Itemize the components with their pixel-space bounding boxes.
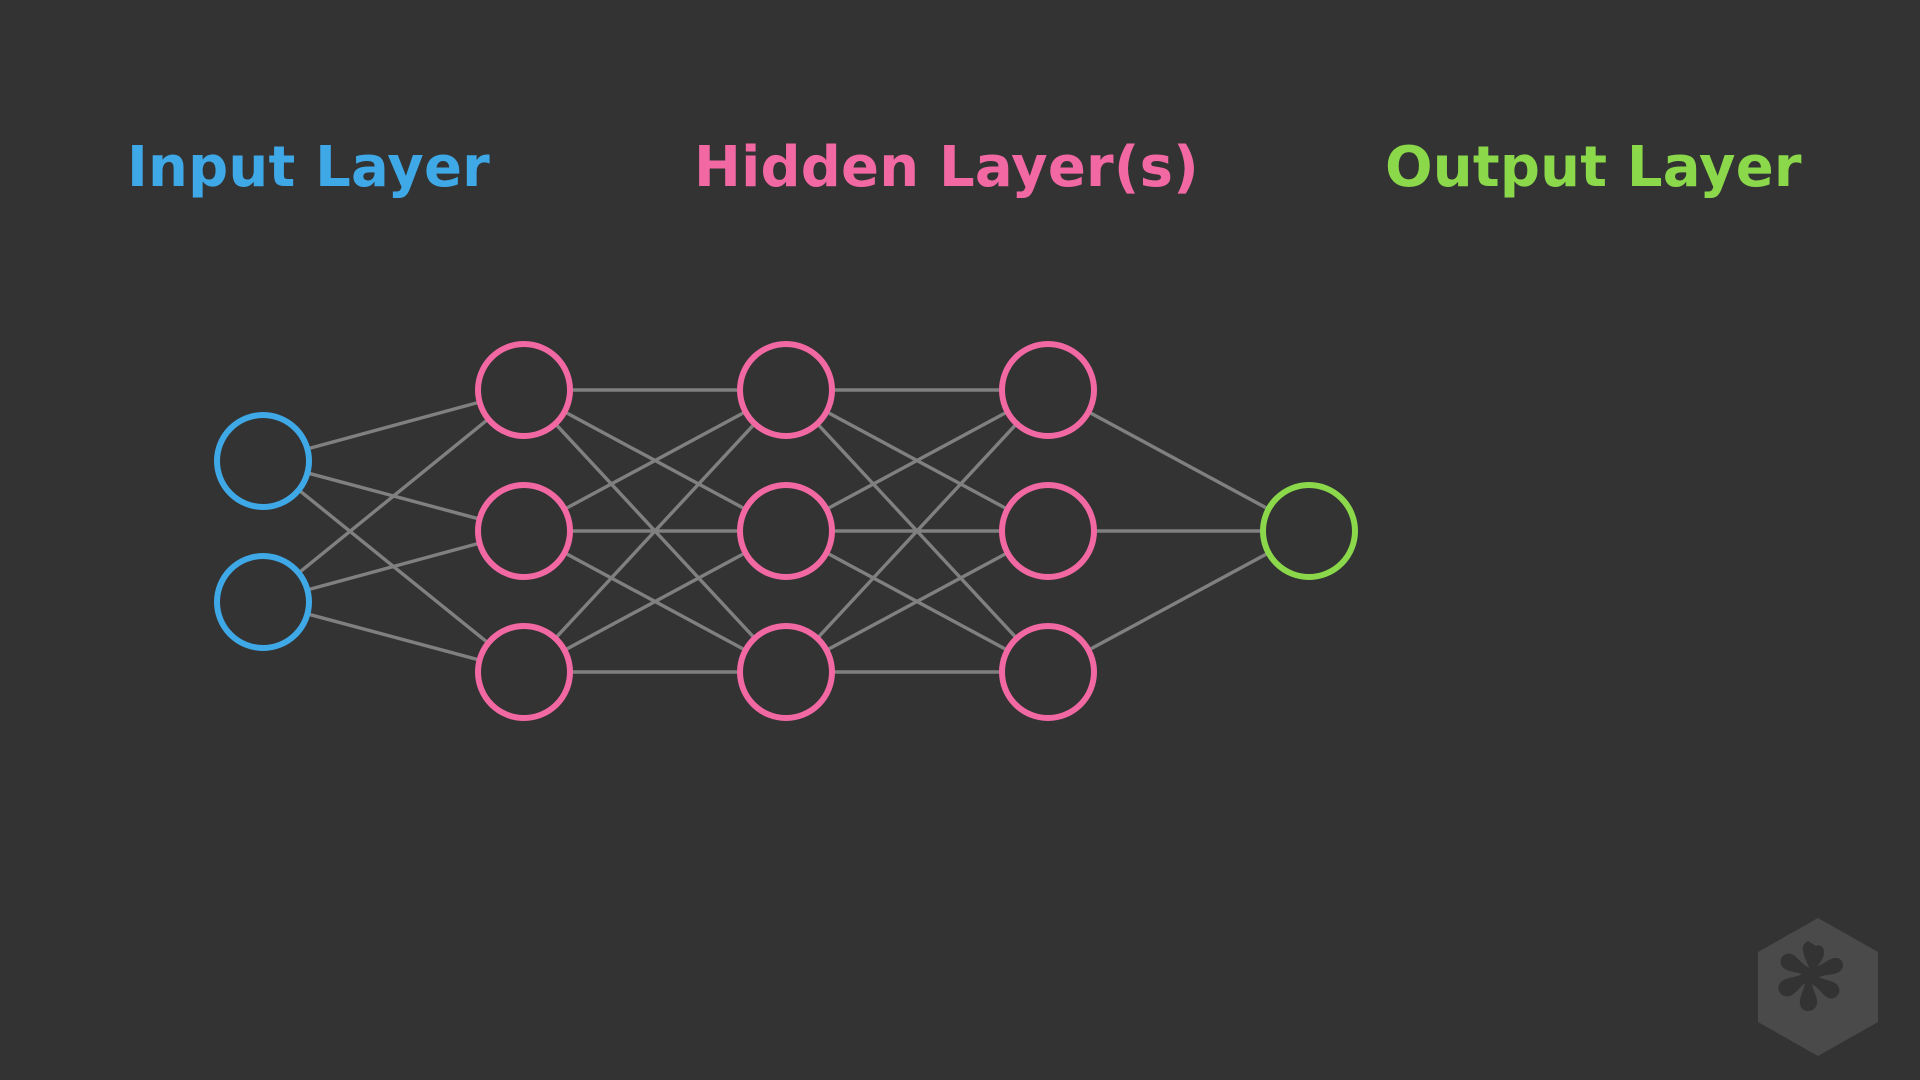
connection-edge (563, 410, 747, 511)
connection-edge (554, 422, 756, 640)
output-node (1260, 482, 1358, 580)
hidden-node (475, 341, 573, 439)
hidden-node (737, 341, 835, 439)
connection-edge (297, 417, 490, 575)
connection-edge (825, 410, 1009, 511)
hidden-node (737, 623, 835, 721)
connection-edge (306, 541, 481, 592)
hidden-node (475, 482, 573, 580)
edge-group (297, 388, 1270, 674)
connection-edge (1087, 551, 1270, 652)
connection-edge (563, 551, 747, 652)
hidden-node (475, 623, 573, 721)
connection-edge (1087, 410, 1270, 511)
connection-edge (816, 422, 1018, 640)
hidden-node (999, 623, 1097, 721)
hidden-node (737, 482, 835, 580)
input-node (214, 412, 312, 510)
hidden-node (999, 482, 1097, 580)
input-node (214, 553, 312, 651)
connection-edge (825, 551, 1009, 652)
hidden-node (999, 341, 1097, 439)
connection-edge (306, 612, 481, 662)
connection-edge (306, 400, 481, 451)
node-group (214, 341, 1358, 721)
